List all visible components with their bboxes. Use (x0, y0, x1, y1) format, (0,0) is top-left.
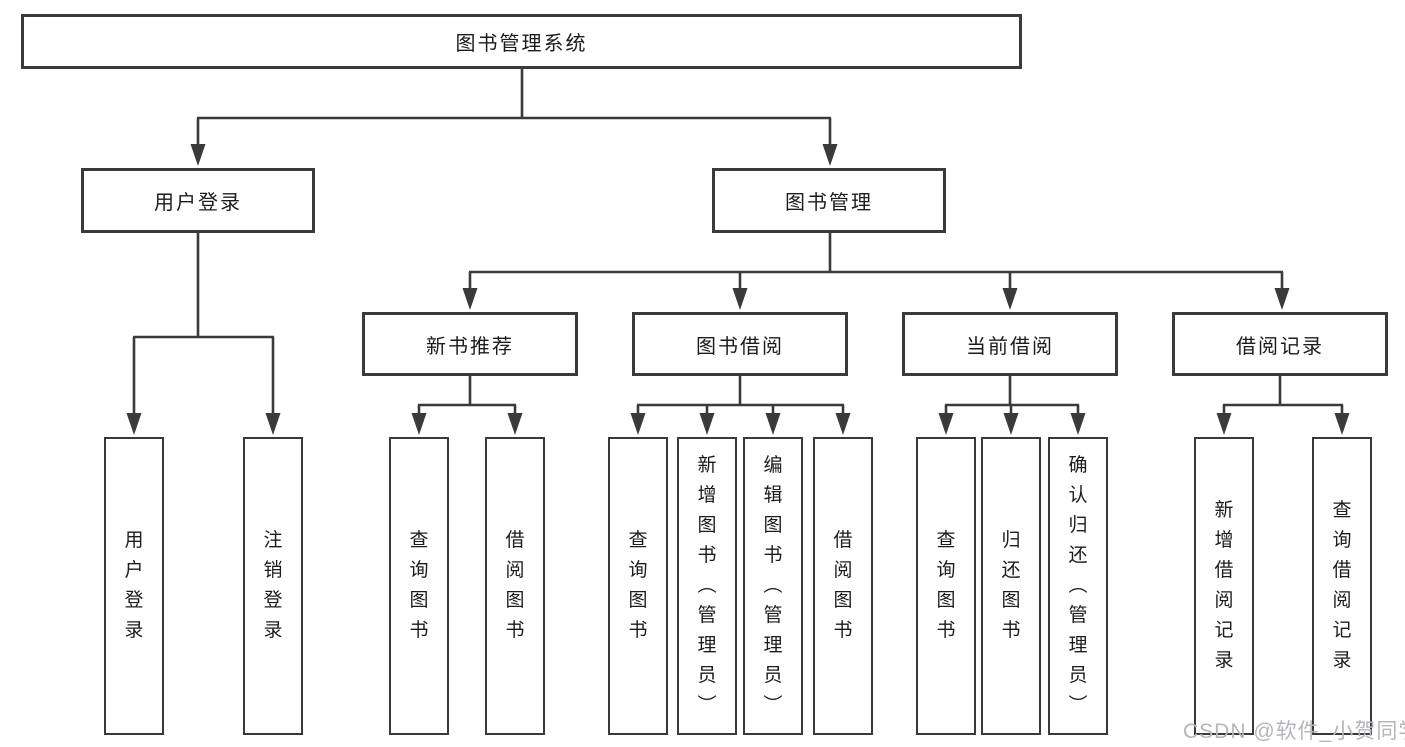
node-label: 查询借阅记录 (1332, 500, 1352, 671)
leaf-user-login: 用户登录 (104, 437, 164, 735)
node-label: 查询图书 (936, 530, 956, 641)
arrowhead (1334, 413, 1350, 435)
connector-path (132, 69, 1344, 415)
node-label: 用户登录 (154, 192, 242, 214)
arrowhead (411, 413, 427, 435)
node-book-borrowing: 图书借阅 (632, 312, 848, 376)
node-new-book-recommendation: 新书推荐 (362, 312, 578, 376)
node-label: 图书借阅 (696, 335, 784, 358)
node-label: 借阅记录 (1236, 335, 1324, 358)
leaf-query-borrow-record: 查询借阅记录 (1312, 437, 1372, 735)
node-current-borrowing: 当前借阅 (902, 312, 1118, 376)
node-label: 借阅图书 (505, 530, 525, 641)
arrowhead (822, 144, 838, 166)
arrowhead (265, 413, 281, 435)
arrowhead (699, 413, 715, 435)
arrowhead (1003, 413, 1019, 435)
arrowhead (1274, 288, 1290, 310)
node-label: 查询图书 (628, 530, 648, 641)
leaf-add-borrow-record: 新增借阅记录 (1194, 437, 1254, 735)
arrowhead (126, 413, 142, 435)
arrowhead (835, 413, 851, 435)
node-label: 查询图书 (409, 530, 429, 641)
arrowhead (1216, 413, 1232, 435)
node-borrowing-records: 借阅记录 (1172, 312, 1388, 376)
node-book-management: 图书管理 (712, 168, 946, 233)
leaf-query-books-recommend: 查询图书 (389, 437, 449, 735)
node-label: 新增图书︵管理员︶ (697, 455, 717, 716)
arrowhead (938, 413, 954, 435)
watermark: CSDN @软件_小贺同学 (1183, 720, 1405, 743)
node-label: 用户登录 (124, 530, 144, 641)
leaf-add-book-admin: 新增图书︵管理员︶ (677, 437, 737, 735)
arrowhead (190, 144, 206, 166)
arrowhead (507, 413, 523, 435)
node-user-login: 用户登录 (81, 168, 315, 233)
arrowhead (732, 288, 748, 310)
leaf-query-books-borrowing: 查询图书 (608, 437, 668, 735)
leaf-query-books-current: 查询图书 (916, 437, 976, 735)
leaf-logout: 注销登录 (243, 437, 303, 735)
node-label: 新书推荐 (426, 335, 514, 358)
arrowhead (1002, 288, 1018, 310)
node-label: 确认归还︵管理员︶ (1068, 455, 1088, 716)
leaf-edit-book-admin: 编辑图书︵管理员︶ (743, 437, 803, 735)
node-label: 编辑图书︵管理员︶ (763, 455, 783, 716)
node-label: 新增借阅记录 (1214, 500, 1234, 671)
arrowhead (765, 413, 781, 435)
node-label: 借阅图书 (833, 530, 853, 641)
leaf-borrow-books-recommend: 借阅图书 (485, 437, 545, 735)
node-label: 归还图书 (1001, 530, 1021, 641)
node-label: 图书管理 (785, 192, 873, 214)
node-label: 注销登录 (263, 530, 283, 641)
node-label: 图书管理系统 (455, 33, 588, 55)
arrowhead (462, 288, 478, 310)
leaf-borrow-books-borrowing: 借阅图书 (813, 437, 873, 735)
arrowheads (126, 144, 1350, 435)
arrowhead (630, 413, 646, 435)
node-label: 当前借阅 (966, 335, 1054, 358)
arrowhead (1070, 413, 1086, 435)
leaf-return-book: 归还图书 (981, 437, 1041, 735)
leaf-confirm-return-admin: 确认归还︵管理员︶ (1048, 437, 1108, 735)
node-library-system: 图书管理系统 (21, 14, 1022, 69)
